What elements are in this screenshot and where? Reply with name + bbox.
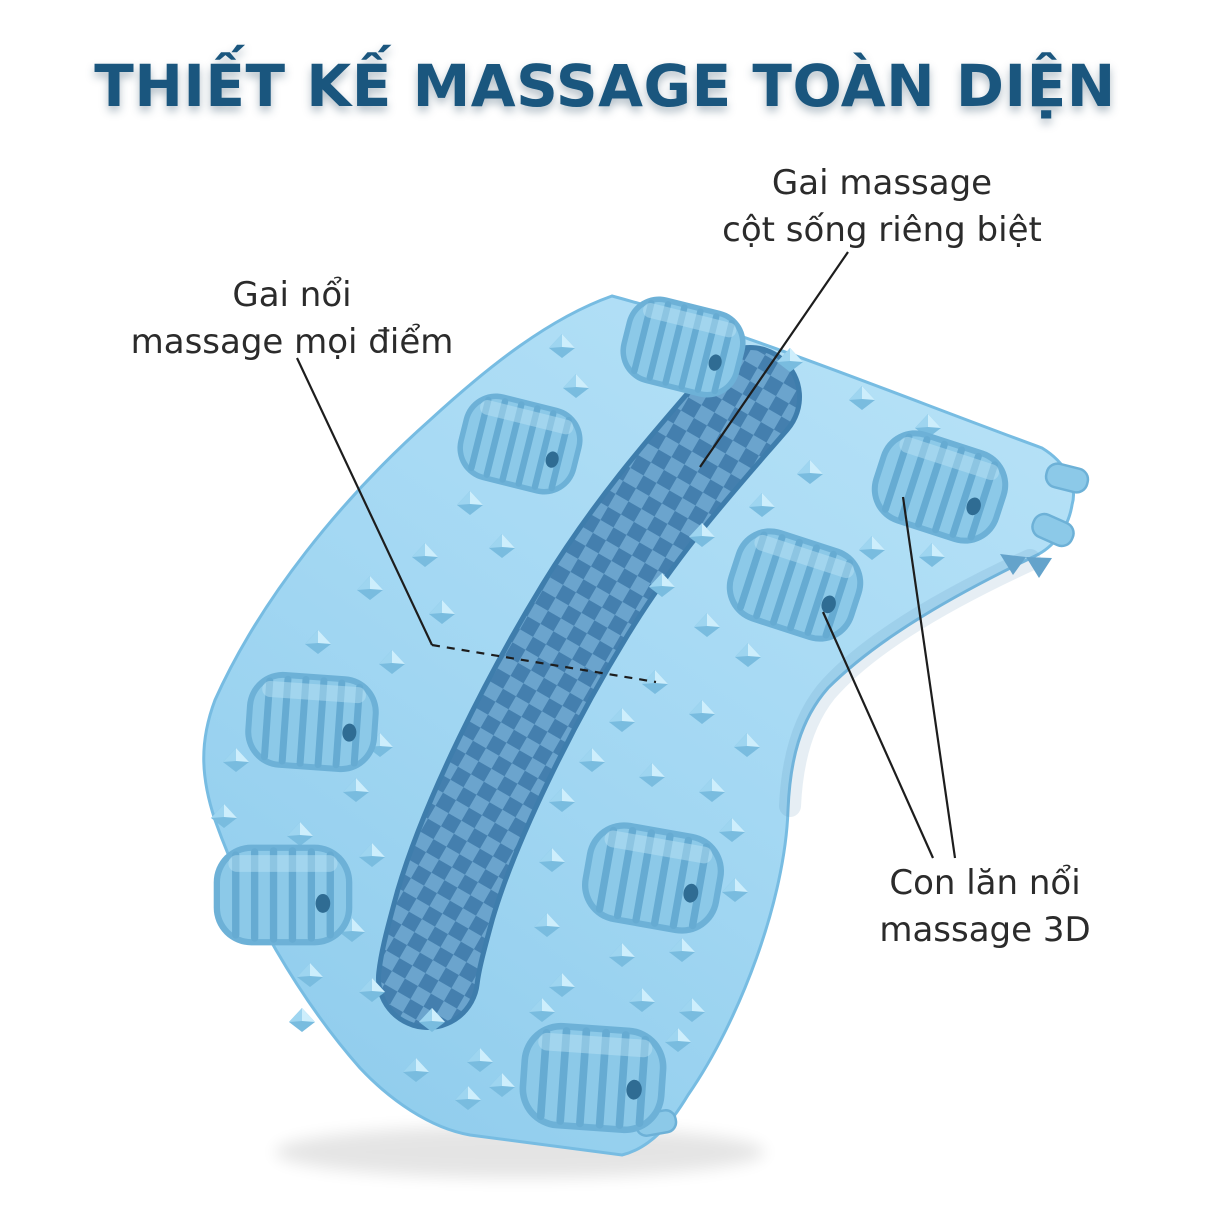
label-surface-spikes-line2: massage mọi điểm (130, 321, 454, 362)
edge-shading (779, 549, 1041, 817)
spine-strip (376, 345, 802, 1030)
callout-line-spikes-1 (296, 357, 433, 646)
massage-roller (517, 1020, 669, 1135)
callout-line-spine (699, 251, 849, 468)
massage-roller (243, 670, 381, 775)
callout-line-roller-2 (821, 611, 935, 859)
label-spine-spikes: Gai massage cột sống riêng biệt (682, 160, 1082, 254)
label-surface-spikes-line1: Gai nổi (232, 275, 352, 315)
callout-line-spikes-2 (431, 643, 657, 684)
label-rollers-line2: massage 3D (879, 909, 1091, 950)
massage-spike (289, 1008, 315, 1032)
massage-roller (214, 845, 353, 946)
label-rollers: Con lăn nổi massage 3D (800, 860, 1170, 954)
page-title: THIẾT KẾ MASSAGE TOÀN DIỆN (94, 52, 1116, 120)
label-surface-spikes: Gai nổi massage mọi điểm (112, 272, 472, 366)
label-rollers-line1: Con lăn nổi (889, 863, 1081, 903)
label-spine-spikes-line1: Gai massage (771, 163, 993, 203)
label-spine-spikes-line2: cột sống riêng biệt (722, 209, 1042, 250)
callout-line-roller-1 (901, 496, 957, 859)
callout-lines (296, 251, 957, 859)
